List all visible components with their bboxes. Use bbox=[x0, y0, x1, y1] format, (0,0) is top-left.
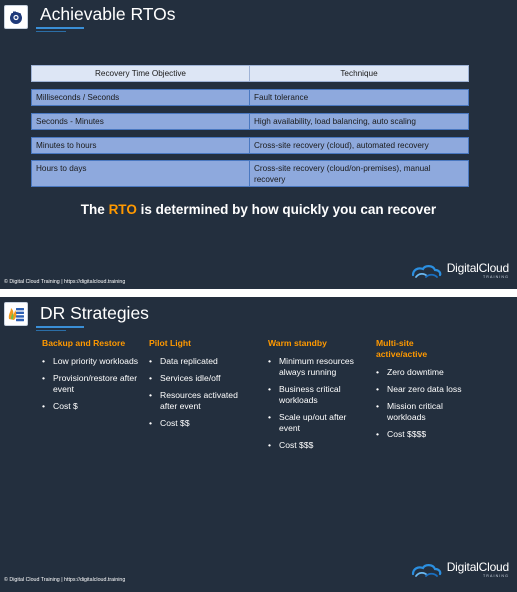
list-item: Business critical workloads bbox=[268, 384, 364, 406]
rto-statement: The RTO is determined by how quickly you… bbox=[0, 202, 517, 217]
logo-sub: TRAINING bbox=[483, 275, 509, 279]
table-cell-rto: Minutes to hours bbox=[31, 137, 250, 154]
table-row: Milliseconds / Seconds Fault tolerance bbox=[31, 89, 469, 106]
strategy-column-warm-standby: Warm standby Minimum resources always ru… bbox=[268, 338, 364, 457]
strategy-column-backup-restore: Backup and Restore Low priority workload… bbox=[42, 338, 142, 418]
strategy-heading: Warm standby bbox=[268, 338, 327, 348]
list-item: Near zero data loss bbox=[376, 384, 472, 395]
strategy-column-pilot-light: Pilot Light Data replicated Services idl… bbox=[149, 338, 239, 435]
slide-dr-strategies: DR Strategies Backup and Restore Low pri… bbox=[0, 297, 517, 592]
table-cell-technique: Cross-site recovery (cloud), automated r… bbox=[250, 137, 469, 154]
table-row: Minutes to hours Cross-site recovery (cl… bbox=[31, 137, 469, 154]
database-flame-icon bbox=[4, 302, 28, 326]
table-row: Hours to days Cross-site recovery (cloud… bbox=[31, 160, 469, 187]
title-underline-secondary bbox=[36, 31, 66, 32]
cloud-logo-icon bbox=[411, 563, 442, 577]
strategy-list: Data replicated Services idle/off Resour… bbox=[149, 356, 239, 429]
logo-word: DigitalCloud bbox=[446, 560, 510, 574]
strategy-column-multi-site: Multi-site active/active Zero downtime N… bbox=[376, 338, 472, 446]
table-cell-rto: Seconds - Minutes bbox=[31, 113, 250, 130]
strategy-list: Low priority workloads Provision/restore… bbox=[42, 356, 142, 412]
table-cell-rto: Milliseconds / Seconds bbox=[31, 89, 250, 106]
logo-word: DigitalCloud bbox=[446, 261, 510, 275]
slide-title: DR Strategies bbox=[40, 303, 149, 323]
list-item: Cost $ bbox=[42, 401, 142, 412]
digitalcloud-logo: DigitalCloud TRAINING bbox=[410, 262, 509, 279]
strategy-heading: Multi-site active/active bbox=[376, 338, 428, 359]
title-underline bbox=[36, 326, 84, 328]
digitalcloud-logo: DigitalCloud TRAINING bbox=[410, 561, 509, 578]
slide-achievable-rtos: Achievable RTOs Recovery Time Objective … bbox=[0, 0, 517, 289]
strategy-list: Zero downtime Near zero data loss Missio… bbox=[376, 367, 472, 440]
list-item: Cost $$ bbox=[149, 418, 239, 429]
list-item: Mission critical workloads bbox=[376, 401, 472, 423]
table-cell-technique: Fault tolerance bbox=[250, 89, 469, 106]
header-rto: Recovery Time Objective bbox=[31, 65, 250, 82]
camera-icon bbox=[4, 5, 28, 29]
footer-copyright: © Digital Cloud Training | https://digit… bbox=[4, 279, 126, 285]
list-item: Data replicated bbox=[149, 356, 239, 367]
list-item: Provision/restore after event bbox=[42, 373, 142, 395]
strategy-list: Minimum resources always running Busines… bbox=[268, 356, 364, 451]
table-cell-rto: Hours to days bbox=[31, 160, 250, 187]
table-header-row: Recovery Time Objective Technique bbox=[31, 65, 469, 82]
cloud-logo-icon bbox=[411, 264, 442, 278]
strategy-heading: Pilot Light bbox=[149, 338, 192, 348]
statement-pre: The bbox=[80, 202, 109, 217]
list-item: Services idle/off bbox=[149, 373, 239, 384]
title-underline-secondary bbox=[36, 330, 66, 331]
list-item: Zero downtime bbox=[376, 367, 472, 378]
footer-copyright: © Digital Cloud Training | https://digit… bbox=[4, 577, 126, 583]
list-item: Resources activated after event bbox=[149, 390, 239, 412]
title-underline bbox=[36, 27, 84, 29]
statement-post: is determined by how quickly you can rec… bbox=[136, 202, 437, 217]
list-item: Low priority workloads bbox=[42, 356, 142, 367]
list-item: Scale up/out after event bbox=[268, 412, 364, 434]
table-cell-technique: High availability, load balancing, auto … bbox=[250, 113, 469, 130]
list-item: Cost $$$$ bbox=[376, 429, 472, 440]
slide-title: Achievable RTOs bbox=[40, 4, 176, 24]
header-technique: Technique bbox=[250, 65, 469, 82]
strategy-heading: Backup and Restore bbox=[42, 338, 126, 348]
logo-sub: TRAINING bbox=[483, 574, 509, 578]
list-item: Minimum resources always running bbox=[268, 356, 364, 378]
statement-highlight: RTO bbox=[108, 202, 137, 217]
table-cell-technique: Cross-site recovery (cloud/on-premises),… bbox=[250, 160, 469, 187]
table-row: Seconds - Minutes High availability, loa… bbox=[31, 113, 469, 130]
list-item: Cost $$$ bbox=[268, 440, 364, 451]
